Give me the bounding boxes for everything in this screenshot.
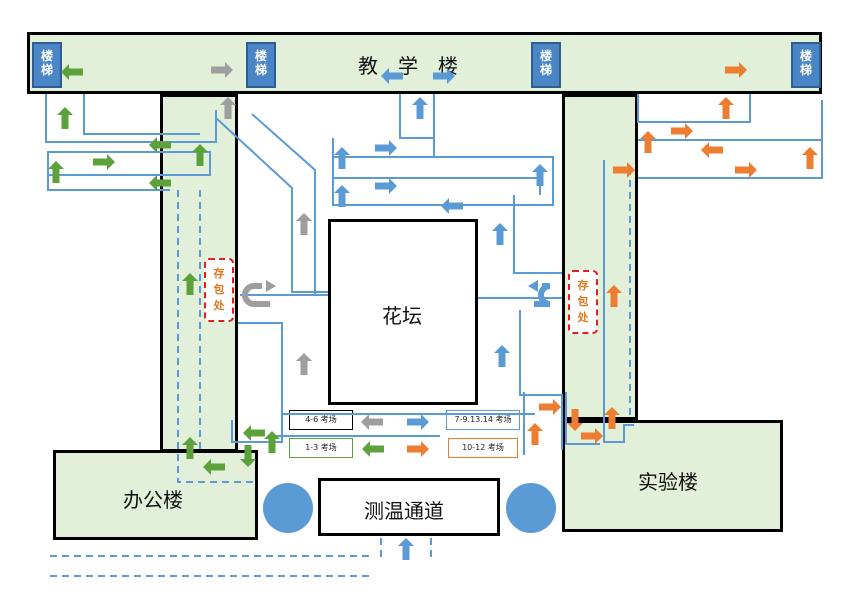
path-west-lower: [47, 151, 211, 176]
arrow-left-icon: [203, 459, 225, 475]
path-west-upper: [45, 94, 217, 143]
arrow-right-icon: [539, 399, 561, 415]
arrow-left-icon: [149, 137, 171, 153]
storage-east: 存包处: [568, 270, 598, 334]
path-east-low: [519, 310, 563, 450]
flower-bed-label: 花坛: [382, 304, 422, 328]
arrow-left-icon: [441, 198, 463, 214]
arrow-up-icon: [48, 161, 64, 183]
arrow-up-icon: [604, 407, 620, 429]
arrow-up-icon: [220, 97, 236, 119]
arrow-right-icon: [407, 441, 429, 457]
arrow-up-icon: [802, 147, 818, 169]
arrow-up-icon: [296, 353, 312, 375]
path-diag-2: [251, 113, 316, 296]
stairs-4: 楼梯: [791, 42, 821, 88]
uturn-blue-icon-head: [528, 280, 538, 292]
arrow-right-icon: [407, 414, 429, 430]
arrow-up-icon: [192, 144, 208, 166]
arrow-right-icon: [375, 140, 397, 156]
arrow-right-icon: [671, 123, 693, 139]
stairs-2: 楼梯: [246, 42, 276, 88]
arrow-right-icon: [211, 62, 233, 78]
dashed-west-corridor: [177, 190, 253, 483]
teaching-building: [27, 32, 822, 94]
arrow-up-icon: [398, 538, 414, 560]
stairs-3: 楼梯: [531, 42, 561, 88]
arrow-left-icon: [361, 414, 383, 430]
arrow-up-icon: [264, 431, 280, 453]
path-exam-loop: [231, 413, 535, 443]
arrow-up-icon: [532, 164, 548, 186]
arrow-up-icon: [640, 131, 656, 153]
path-center-a: [332, 138, 554, 206]
arrow-up-icon: [334, 185, 350, 207]
arrow-right-icon: [433, 68, 455, 84]
path-west-bottom: [47, 175, 170, 191]
arrow-down-icon: [240, 445, 256, 467]
storage-west: 存包处: [204, 258, 234, 322]
arrow-right-icon: [735, 162, 757, 178]
path-lab-connector: [565, 392, 600, 445]
east-corridor: [562, 94, 638, 420]
arrow-right-icon: [725, 62, 747, 78]
path-center-b: [333, 177, 541, 195]
arrow-up-icon: [492, 223, 508, 245]
path-east-right: [513, 195, 562, 274]
path-east-mid-loop: [638, 139, 823, 179]
arrow-up-icon: [718, 97, 734, 119]
temperature-channel-label: 测温通道: [364, 499, 444, 523]
arrow-up-icon: [296, 213, 312, 235]
flower-bed: [328, 219, 478, 405]
lab-building-label: 实验楼: [638, 470, 698, 494]
arrow-up-icon: [606, 285, 622, 307]
arrow-right-icon: [613, 162, 635, 178]
path-west-down: [238, 322, 283, 420]
arrow-up-icon: [412, 97, 428, 119]
path-center-c: [399, 94, 435, 139]
path-diag-1: [215, 117, 328, 293]
arrow-left-icon: [362, 441, 384, 457]
uturn-gray-icon-head: [266, 280, 276, 292]
temperature-channel: [318, 478, 500, 536]
uturn-blue-icon: [534, 283, 551, 307]
path-west-mid: [83, 94, 200, 135]
arrow-up-icon: [527, 423, 543, 445]
teaching-building-label: 教 学 楼: [358, 54, 458, 78]
arrow-right-icon: [375, 178, 397, 194]
arrow-up-icon: [182, 273, 198, 295]
arrow-right-icon: [581, 428, 603, 444]
arrow-up-icon: [334, 147, 350, 169]
arrow-up-icon: [182, 437, 198, 459]
arrow-right-icon: [93, 154, 115, 170]
arrow-left-icon: [381, 68, 403, 84]
arrow-up-icon: [57, 107, 73, 129]
exam-room-1-3: 1-3 考场: [289, 438, 353, 458]
arrow-left-icon: [243, 425, 265, 441]
arrow-down-icon: [567, 409, 583, 431]
arrow-left-icon: [149, 175, 171, 191]
arrow-left-icon: [61, 64, 83, 80]
arrow-left-icon: [701, 142, 723, 158]
arrow-up-icon: [494, 345, 510, 367]
office-building-label: 办公楼: [123, 488, 183, 512]
exam-room-10-12: 10-12 考场: [448, 438, 518, 458]
right-circle-marker: [506, 483, 556, 533]
uturn-gray-icon: [242, 283, 270, 307]
path-east-upper: [637, 94, 751, 123]
left-circle-marker: [263, 483, 313, 533]
stairs-1: 楼梯: [32, 42, 62, 88]
